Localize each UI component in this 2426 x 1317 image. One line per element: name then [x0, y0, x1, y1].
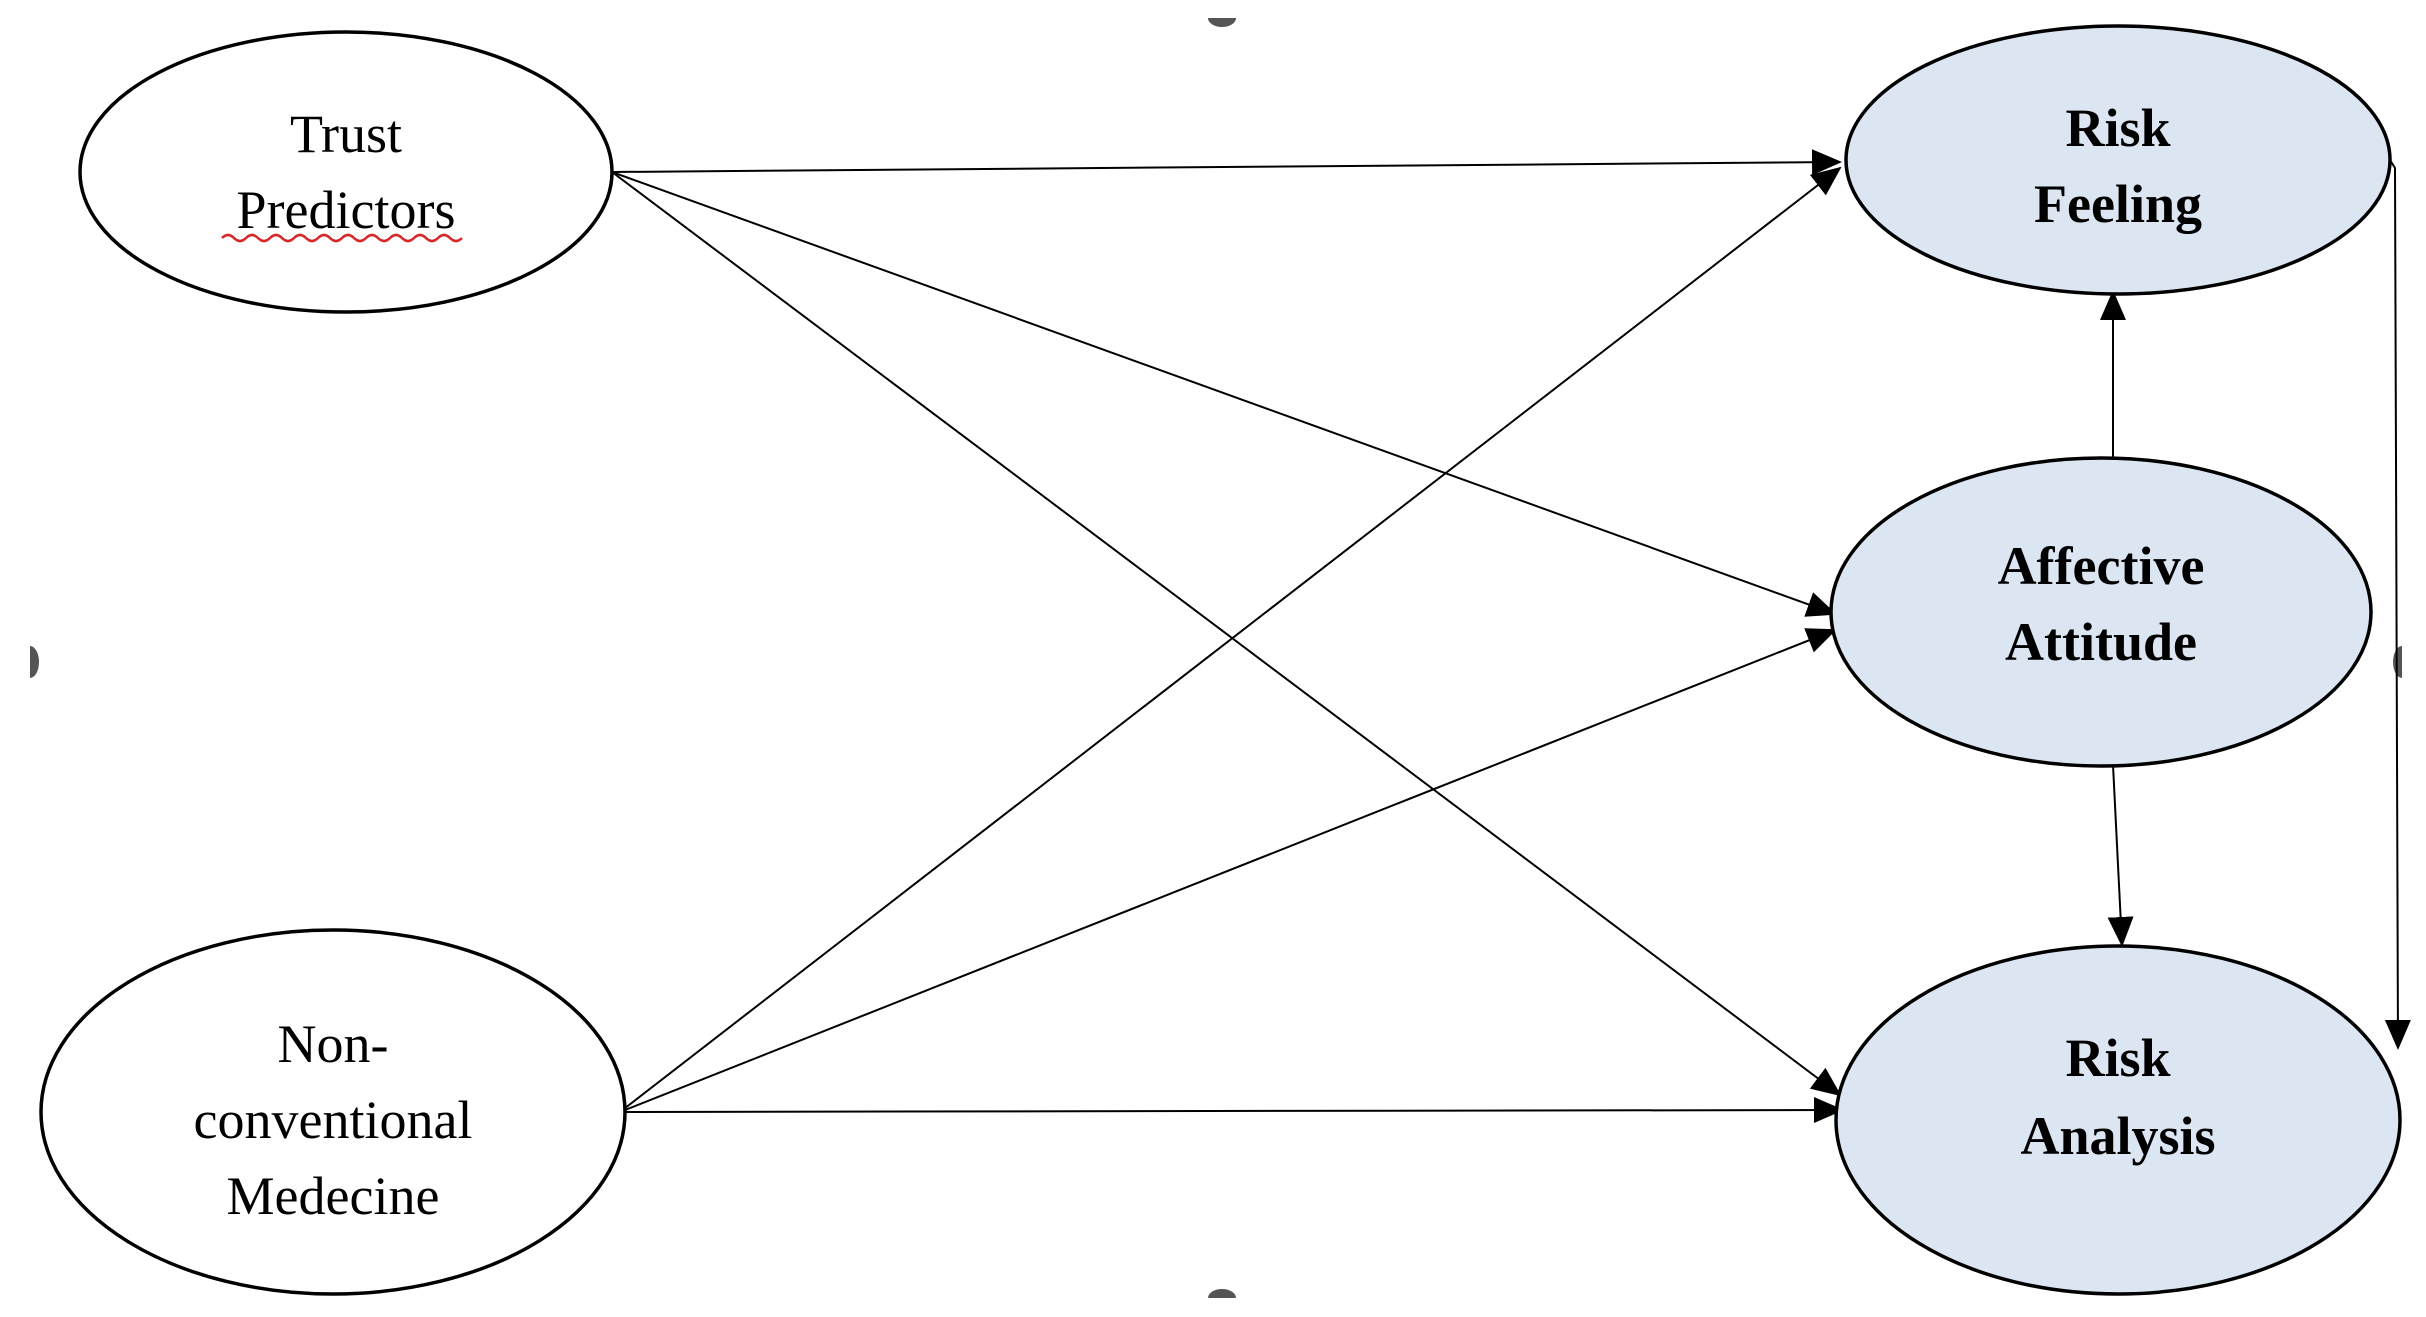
edge-ncm-risk-feeling: [619, 166, 1842, 1113]
node-trust-label-line2: Predictors: [237, 180, 456, 240]
edge-ncm-affective-attitude: [619, 628, 1837, 1113]
node-ncm-label-line3: Medecine: [227, 1166, 440, 1226]
edge-trust-risk-feeling: [611, 149, 1842, 176]
edge-ncm-risk-analysis: [619, 1097, 1844, 1124]
node-affective-attitude-label-line1: Affective: [1998, 536, 2205, 596]
node-trust-predictors: Trust Predictors: [78, 30, 614, 314]
node-risk-analysis-label-line2: Analysis: [2020, 1106, 2215, 1166]
node-affective-attitude-label-line2: Attitude: [2005, 612, 2197, 672]
edge-risk-feeling-risk-analysis: [2384, 159, 2411, 1050]
edge-affective-attitude-risk-analysis: [2107, 764, 2134, 947]
node-risk-analysis-label-line1: Risk: [2065, 1028, 2170, 1088]
node-risk-feeling: Risk Feeling: [1844, 24, 2392, 296]
node-affective-attitude: Affective Attitude: [1829, 456, 2373, 768]
node-ncm-label-line1: Non-: [278, 1014, 389, 1074]
edge-trust-risk-analysis: [611, 171, 1842, 1097]
spellcheck-underline: [221, 233, 463, 243]
node-risk-feeling-label-line1: Risk: [2065, 98, 2170, 158]
node-risk-feeling-label-line2: Feeling: [2034, 174, 2202, 234]
node-ncm-label-line2: conventional: [194, 1090, 473, 1150]
node-risk-analysis: Risk Analysis: [1834, 944, 2402, 1296]
node-non-conventional-medicine: Non- conventional Medecine: [39, 928, 627, 1296]
node-trust-label-line1: Trust: [290, 104, 402, 164]
edge-trust-affective-attitude: [611, 171, 1837, 617]
